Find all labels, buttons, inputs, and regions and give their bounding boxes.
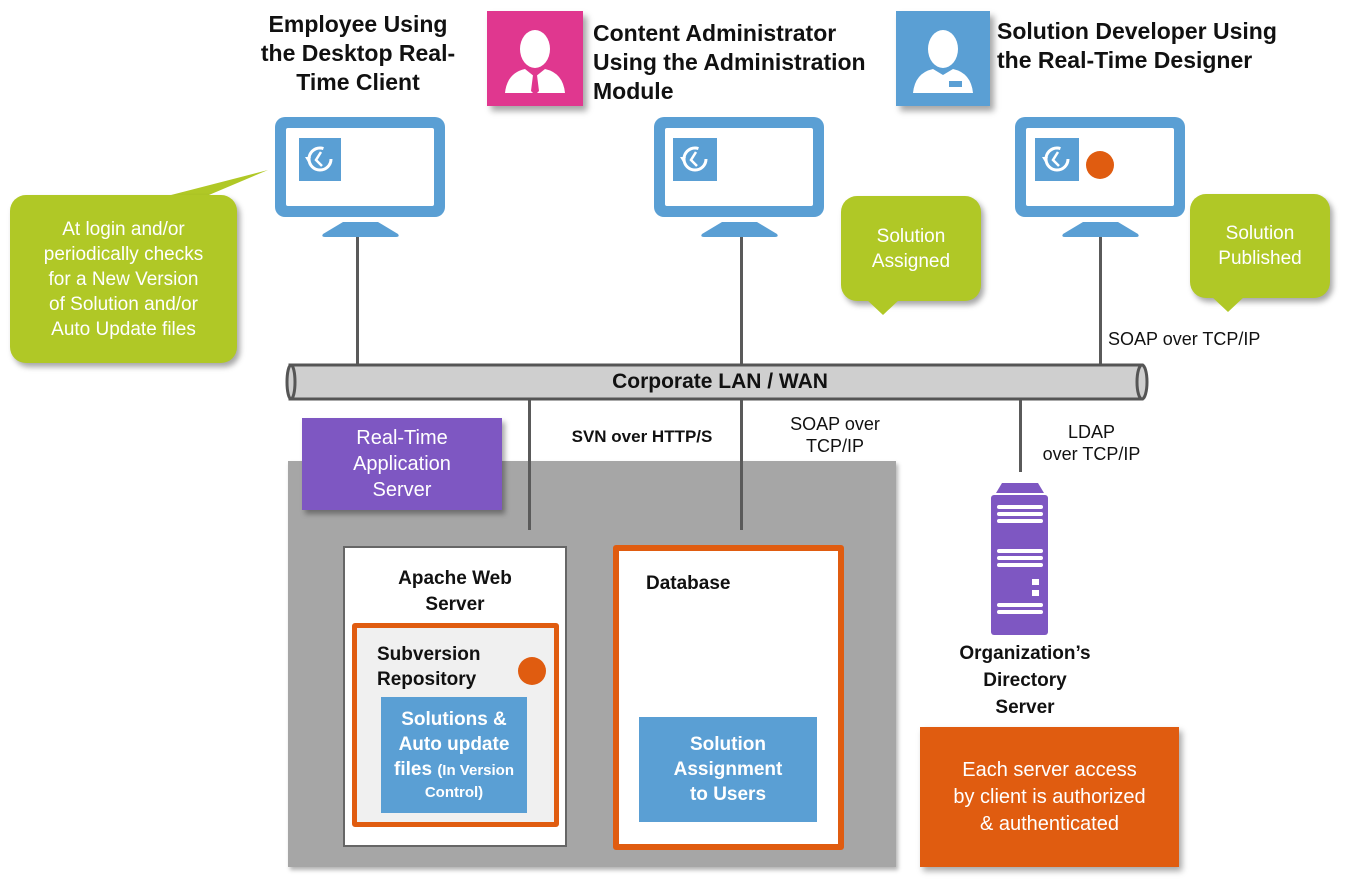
callout-line: Assigned [871, 250, 951, 272]
employee-connector-line [356, 237, 359, 365]
subversion-repository: Subversion Repository Solutions & Auto u… [352, 623, 559, 827]
app-server-label: Real-Time Application Server [302, 418, 502, 510]
solution-assignment-box: Solution Assignment to Users [639, 717, 817, 822]
bus-label: Corporate LAN / WAN [612, 370, 828, 393]
title-line: Repository [377, 669, 477, 690]
label-line: Server [372, 479, 432, 501]
title-line: the Real-Time Designer [997, 47, 1253, 73]
login-callout-pointer [140, 170, 268, 203]
callout-line: Solution [1225, 223, 1295, 244]
label-line: Server [995, 697, 1055, 718]
user-with-tie-icon [505, 30, 565, 95]
db-soap-label: SOAP over TCP/IP [770, 413, 900, 457]
solution-developer-avatar [896, 11, 990, 106]
solutions-files-box: Solutions & Auto update files (In Versio… [381, 697, 527, 813]
ldap-protocol-label: LDAP over TCP/IP [1024, 421, 1159, 465]
title-line: Server [425, 594, 485, 615]
callout-line: periodically checks [43, 243, 204, 265]
title-line: Employee Using [268, 11, 448, 37]
user-with-badge-icon [913, 30, 973, 93]
svn-protocol-label: SVN over HTTP/S [571, 427, 713, 446]
content-line: to Users [689, 784, 767, 805]
callout-line: Solution [876, 225, 946, 247]
db-connector-line-inner [740, 461, 743, 530]
solution-assigned-callout: Solution Assigned [841, 196, 981, 301]
callout-line: At login and/or [62, 218, 185, 240]
content-line: files (In Version [381, 757, 527, 783]
title-line: Using the Administration [593, 49, 866, 75]
title-line: Apache Web [398, 568, 512, 589]
callout-line: Auto Update files [51, 318, 196, 340]
solution-published-callout: Solution Published [1190, 194, 1330, 298]
content-line: Control) [424, 784, 484, 801]
solution-assigned-pointer [866, 299, 900, 315]
title-line: Solution Developer Using [997, 18, 1277, 44]
title-line: Time Client [296, 69, 420, 95]
persona-title-employee: Employee Using the Desktop Real- Time Cl… [248, 10, 468, 97]
label-line: SOAP over [790, 414, 880, 434]
note-line: & authenticated [979, 812, 1119, 835]
label-line: over TCP/IP [1042, 444, 1141, 464]
content-admin-avatar [487, 11, 583, 106]
change-indicator-dot [1086, 151, 1114, 179]
title-line: the Desktop Real- [260, 40, 456, 66]
content-line: Auto update [398, 734, 510, 755]
history-restore-icon [1035, 138, 1079, 181]
label-line: Organization’s [959, 643, 1091, 664]
content-line: Solutions & [401, 709, 507, 730]
history-restore-icon [299, 138, 341, 181]
title-line: Content Administrator [593, 20, 837, 46]
corporate-lan-wan-bus [285, 363, 1149, 401]
designer-connector-line [1099, 237, 1102, 365]
label-line: LDAP [1067, 422, 1116, 442]
persona-title-content-admin: Content Administrator Using the Administ… [593, 19, 893, 106]
content-line: Solution [690, 734, 766, 755]
content-suffix: (In Version [437, 762, 514, 779]
note-line: Each server access [962, 758, 1137, 781]
ldap-connector-line [1019, 400, 1022, 472]
solution-published-pointer [1211, 296, 1245, 312]
change-indicator-dot [518, 657, 546, 685]
title-line: Module [593, 78, 674, 104]
content-line: Assignment [673, 759, 783, 780]
employee-desktop-monitor [275, 117, 445, 237]
svn-connector-line-inner [528, 461, 531, 530]
persona-title-solution-developer: Solution Developer Using the Real-Time D… [997, 17, 1337, 75]
label-line: Application [353, 453, 451, 475]
security-note: Each server access by client is authoriz… [920, 727, 1179, 867]
svn-repo-title: Subversion Repository [377, 642, 480, 692]
login-check-callout: At login and/or periodically checks for … [10, 195, 237, 363]
label-line: Directory [983, 670, 1067, 691]
title-line: Subversion [377, 644, 481, 665]
label-line: TCP/IP [805, 436, 864, 456]
database: Database Solution Assignment to Users [613, 545, 844, 850]
database-title: Database [646, 573, 731, 594]
apache-title: Apache Web Server [345, 566, 565, 618]
callout-line: for a New Version [48, 268, 199, 290]
content-word: files [394, 759, 433, 780]
note-line: by client is authorized [953, 785, 1146, 808]
server-tower-icon [991, 483, 1048, 635]
designer-monitor [1015, 117, 1185, 237]
directory-server-label: Organization’s Directory Server [930, 640, 1120, 721]
history-restore-icon [673, 138, 717, 181]
callout-line: Published [1218, 248, 1302, 269]
callout-line: of Solution and/or [49, 293, 198, 315]
admin-connector-line [740, 237, 743, 365]
label-line: Real-Time [356, 427, 448, 449]
admin-module-monitor [654, 117, 824, 237]
designer-soap-label: SOAP over TCP/IP [1108, 329, 1261, 349]
